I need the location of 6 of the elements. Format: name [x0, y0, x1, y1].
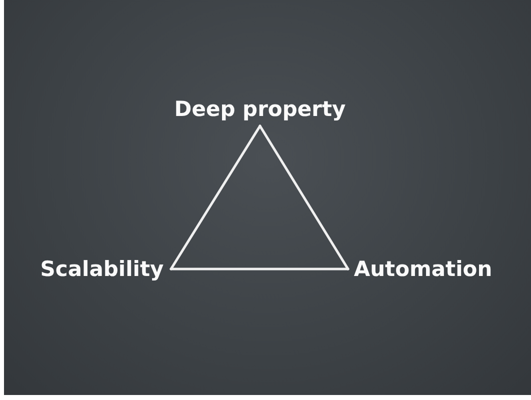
triangle-side	[170, 124, 262, 270]
vertex-label: Scalability	[34, 254, 170, 284]
triangle-side	[258, 124, 350, 270]
triangle-side	[170, 268, 350, 270]
vertex-label: Automation	[348, 254, 498, 284]
vertex-label: Deep property	[172, 92, 348, 126]
